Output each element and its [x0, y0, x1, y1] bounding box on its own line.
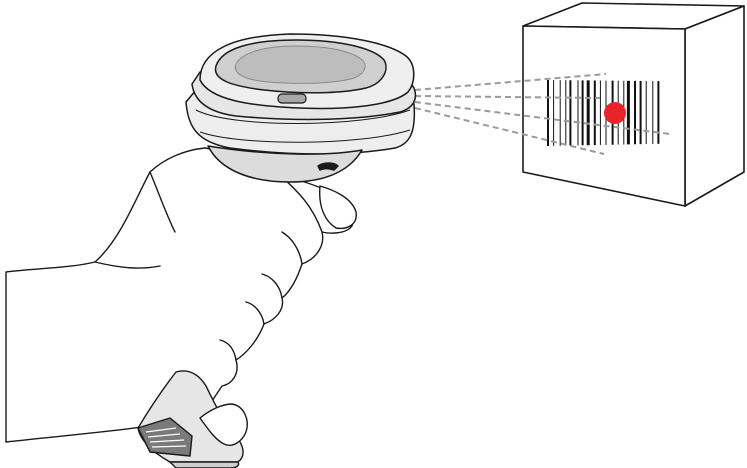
box-icon	[523, 3, 744, 206]
scanner-window-inner	[235, 46, 365, 83]
handle-lower-edge	[170, 462, 239, 468]
box-side-face	[685, 6, 744, 206]
barcode-scanner-icon	[186, 34, 415, 182]
aiming-dot-icon	[604, 102, 626, 124]
scanner-slot	[318, 163, 338, 170]
scanner-led-indicator	[278, 94, 306, 103]
